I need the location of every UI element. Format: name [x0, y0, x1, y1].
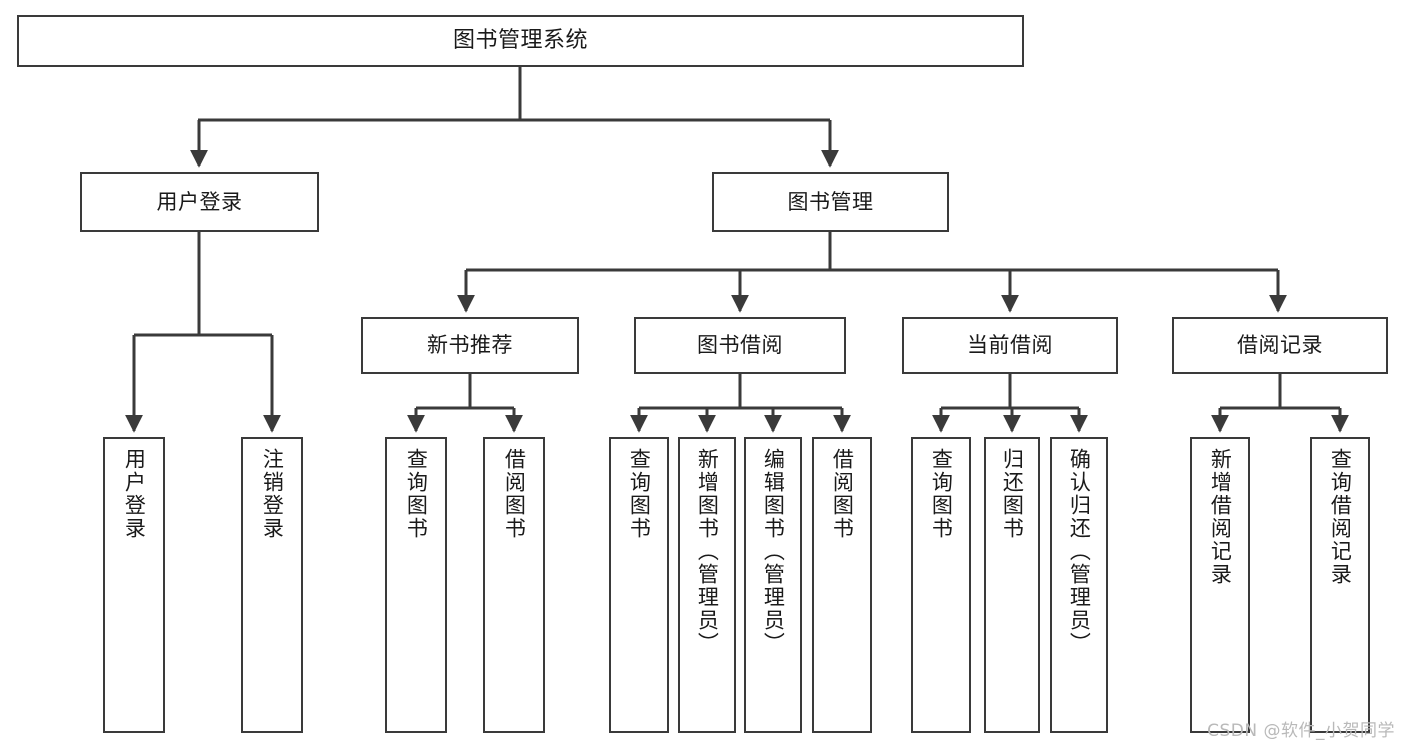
node-root[interactable]: 图书管理系统 [17, 15, 1024, 67]
node-leaf-br-add-record-label: 新增借阅记录 [1208, 448, 1233, 586]
node-borrow-record[interactable]: 借阅记录 [1172, 317, 1388, 374]
node-leaf-bb-query-book-label: 查询图书 [627, 448, 652, 540]
node-leaf-logout-label: 注销登录 [260, 448, 285, 540]
node-leaf-nbr-query-book-label: 查询图书 [404, 448, 429, 540]
node-leaf-bb-borrow-book-label: 借阅图书 [830, 448, 855, 540]
node-current-borrow[interactable]: 当前借阅 [902, 317, 1118, 374]
node-leaf-user-login[interactable]: 用户登录 [103, 437, 165, 733]
node-new-book-recommend-label: 新书推荐 [427, 333, 513, 358]
node-user-login[interactable]: 用户登录 [80, 172, 319, 232]
node-leaf-cb-return-book[interactable]: 归还图书 [984, 437, 1040, 733]
node-leaf-br-query-record-label: 查询借阅记录 [1328, 448, 1353, 586]
node-leaf-bb-edit-book[interactable]: 编辑图书（管理员） [744, 437, 802, 733]
node-new-book-recommend[interactable]: 新书推荐 [361, 317, 579, 374]
node-leaf-bb-borrow-book[interactable]: 借阅图书 [812, 437, 872, 733]
node-leaf-cb-confirm-return-label: 确认归还（管理员） [1067, 448, 1092, 655]
node-book-management[interactable]: 图书管理 [712, 172, 949, 232]
node-leaf-cb-return-book-label: 归还图书 [1000, 448, 1025, 540]
node-current-borrow-label: 当前借阅 [967, 333, 1053, 358]
node-leaf-bb-add-book[interactable]: 新增图书（管理员） [678, 437, 736, 733]
node-user-login-label: 用户登录 [156, 189, 243, 214]
node-leaf-logout[interactable]: 注销登录 [241, 437, 303, 733]
node-leaf-cb-query-book-label: 查询图书 [929, 448, 954, 540]
node-leaf-nbr-query-book[interactable]: 查询图书 [385, 437, 447, 733]
node-book-management-label: 图书管理 [787, 189, 874, 214]
node-leaf-nbr-borrow-book[interactable]: 借阅图书 [483, 437, 545, 733]
node-leaf-bb-query-book[interactable]: 查询图书 [609, 437, 669, 733]
node-leaf-cb-query-book[interactable]: 查询图书 [911, 437, 971, 733]
node-leaf-br-query-record[interactable]: 查询借阅记录 [1310, 437, 1370, 733]
node-root-label: 图书管理系统 [452, 28, 588, 54]
node-leaf-bb-edit-book-label: 编辑图书（管理员） [761, 448, 786, 655]
node-book-borrow-label: 图书借阅 [697, 333, 783, 358]
node-leaf-cb-confirm-return[interactable]: 确认归还（管理员） [1050, 437, 1108, 733]
node-leaf-br-add-record[interactable]: 新增借阅记录 [1190, 437, 1250, 733]
node-leaf-bb-add-book-label: 新增图书（管理员） [695, 448, 720, 655]
node-borrow-record-label: 借阅记录 [1237, 333, 1323, 358]
node-leaf-nbr-borrow-book-label: 借阅图书 [502, 448, 527, 540]
node-leaf-user-login-label: 用户登录 [122, 448, 147, 540]
node-book-borrow[interactable]: 图书借阅 [634, 317, 846, 374]
